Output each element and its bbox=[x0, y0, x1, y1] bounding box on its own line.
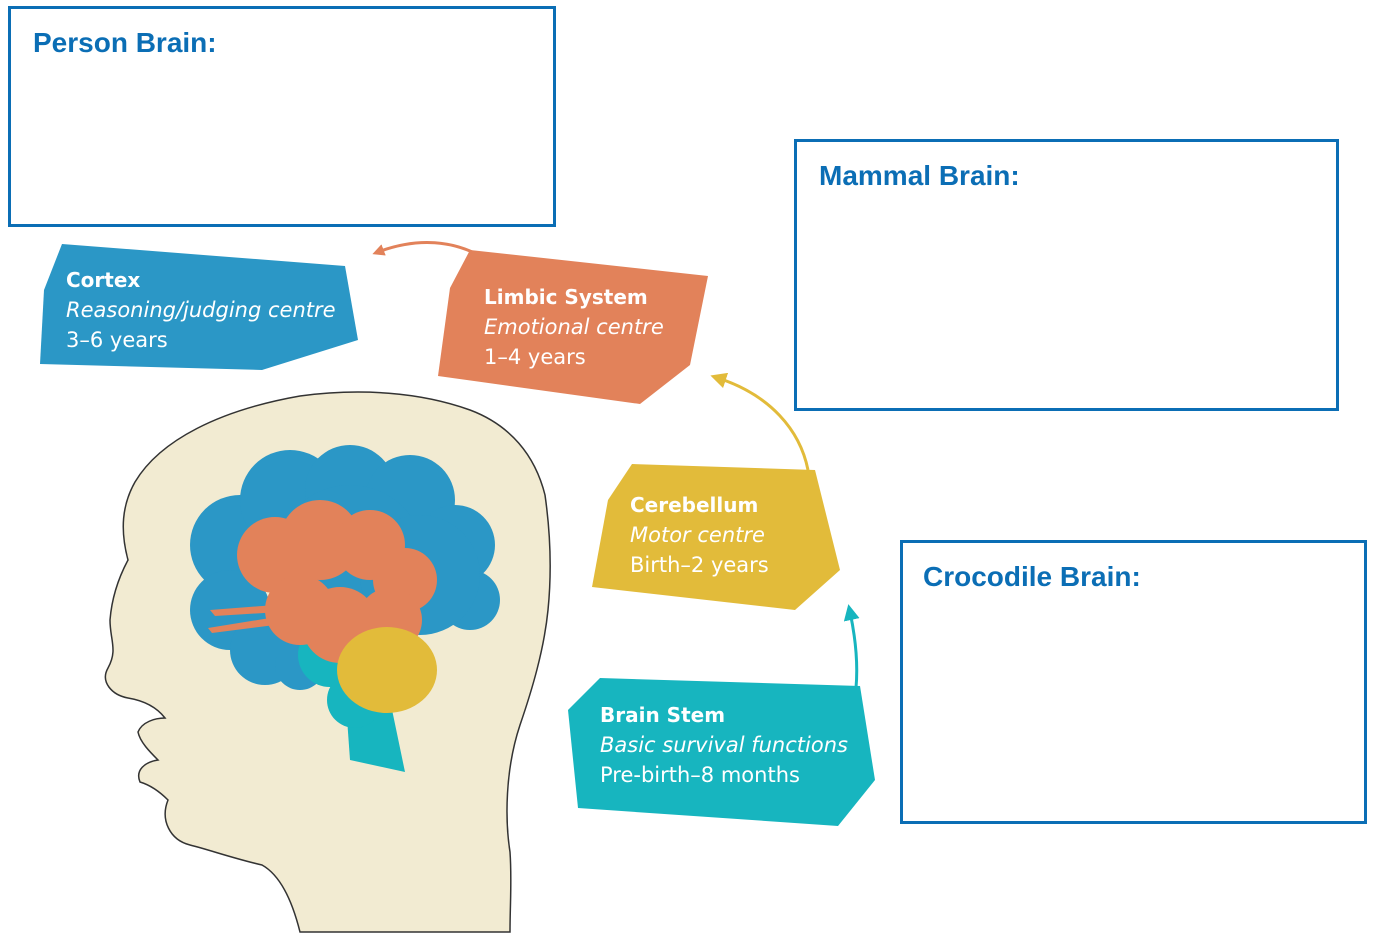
brainstem-label-shape bbox=[568, 678, 875, 826]
crocodile-brain-box[interactable]: Crocodile Brain: bbox=[900, 540, 1367, 824]
person-brain-box[interactable]: Person Brain: bbox=[8, 6, 556, 227]
cerebellum-label: Cerebellum Motor centre Birth–2 years bbox=[630, 490, 769, 580]
cortex-role: Reasoning/judging centre bbox=[66, 298, 336, 322]
arrow-cerebellum-to-limbic bbox=[710, 372, 810, 471]
cerebellum-label-shape bbox=[592, 464, 840, 610]
brainstem-name: Brain Stem bbox=[600, 703, 726, 727]
cerebellum-age: Birth–2 years bbox=[630, 553, 769, 577]
person-brain-title: Person Brain: bbox=[33, 27, 217, 58]
limbic-name: Limbic System bbox=[484, 285, 648, 309]
limbic-label: Limbic System Emotional centre 1–4 years bbox=[484, 282, 664, 372]
brainstem-age: Pre-birth–8 months bbox=[600, 763, 800, 787]
limbic-role: Emotional centre bbox=[484, 315, 664, 339]
mammal-brain-title: Mammal Brain: bbox=[819, 160, 1020, 191]
cortex-label-shape bbox=[40, 244, 358, 370]
cerebellum-name: Cerebellum bbox=[630, 493, 759, 517]
arrow-limbic-to-cortex bbox=[372, 241, 491, 264]
brain-illustration bbox=[190, 445, 500, 772]
limbic-label-shape bbox=[438, 250, 708, 404]
cortex-label: Cortex Reasoning/judging centre 3–6 year… bbox=[66, 265, 336, 355]
cortex-age: 3–6 years bbox=[66, 328, 168, 352]
arrow-brainstem-to-cerebellum bbox=[843, 604, 860, 689]
brainstem-label: Brain Stem Basic survival functions Pre-… bbox=[600, 700, 848, 790]
crocodile-brain-title: Crocodile Brain: bbox=[923, 561, 1141, 592]
brainstem-role: Basic survival functions bbox=[600, 733, 848, 757]
limbic-age: 1–4 years bbox=[484, 345, 586, 369]
cortex-name: Cortex bbox=[66, 268, 141, 292]
cerebellum-role: Motor centre bbox=[630, 523, 765, 547]
mammal-brain-box[interactable]: Mammal Brain: bbox=[794, 139, 1339, 411]
